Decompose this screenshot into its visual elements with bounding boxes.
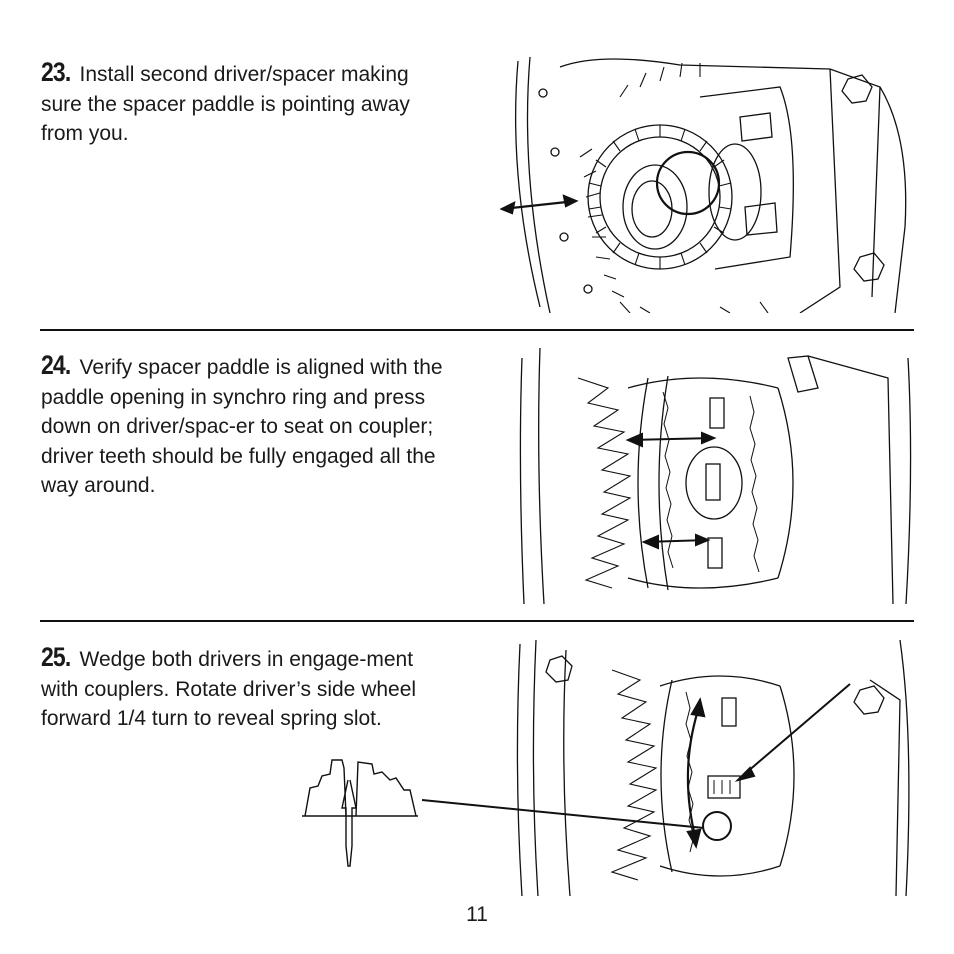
ring-gear-teeth — [610, 669, 658, 881]
arrow-icon — [734, 683, 851, 782]
highlight-circle — [702, 811, 732, 841]
step-23: 23.Install second driver/spacer making s… — [41, 57, 451, 149]
figure-24-paddle-alignment — [518, 348, 914, 604]
step-23-text: Install second driver/spacer making sure… — [41, 63, 410, 145]
rotation-arrow-icon — [686, 697, 706, 849]
step-24: 24.Verify spacer paddle is aligned with … — [41, 350, 451, 501]
step-25: 25.Wedge both drivers in engage-ment wit… — [41, 642, 451, 734]
section-divider — [40, 329, 914, 331]
arrow-icon — [641, 533, 711, 550]
step-24-text: Verify spacer paddle is aligned with the… — [41, 356, 443, 497]
page-number: 11 — [466, 903, 488, 926]
spring-slot-detail — [302, 759, 418, 867]
ring-gear-teeth — [577, 377, 632, 589]
highlight-circle — [655, 150, 721, 216]
arrow-icon — [625, 431, 717, 448]
ring-gear-teeth — [579, 62, 769, 313]
section-divider — [40, 620, 914, 622]
step-23-number: 23. — [41, 57, 71, 87]
figure-25-spring-slot — [300, 640, 914, 896]
step-25-number: 25. — [41, 642, 71, 672]
figure-23-spacer-install — [500, 57, 915, 313]
step-23-text-block: 23.Install second driver/spacer making s… — [41, 57, 451, 149]
arrow-icon — [500, 194, 579, 215]
step-24-number: 24. — [41, 350, 71, 380]
step-25-text-block: 25.Wedge both drivers in engage-ment wit… — [41, 642, 451, 734]
step-25-text: Wedge both drivers in engage-ment with c… — [41, 648, 417, 730]
step-24-text-block: 24.Verify spacer paddle is aligned with … — [41, 350, 451, 501]
